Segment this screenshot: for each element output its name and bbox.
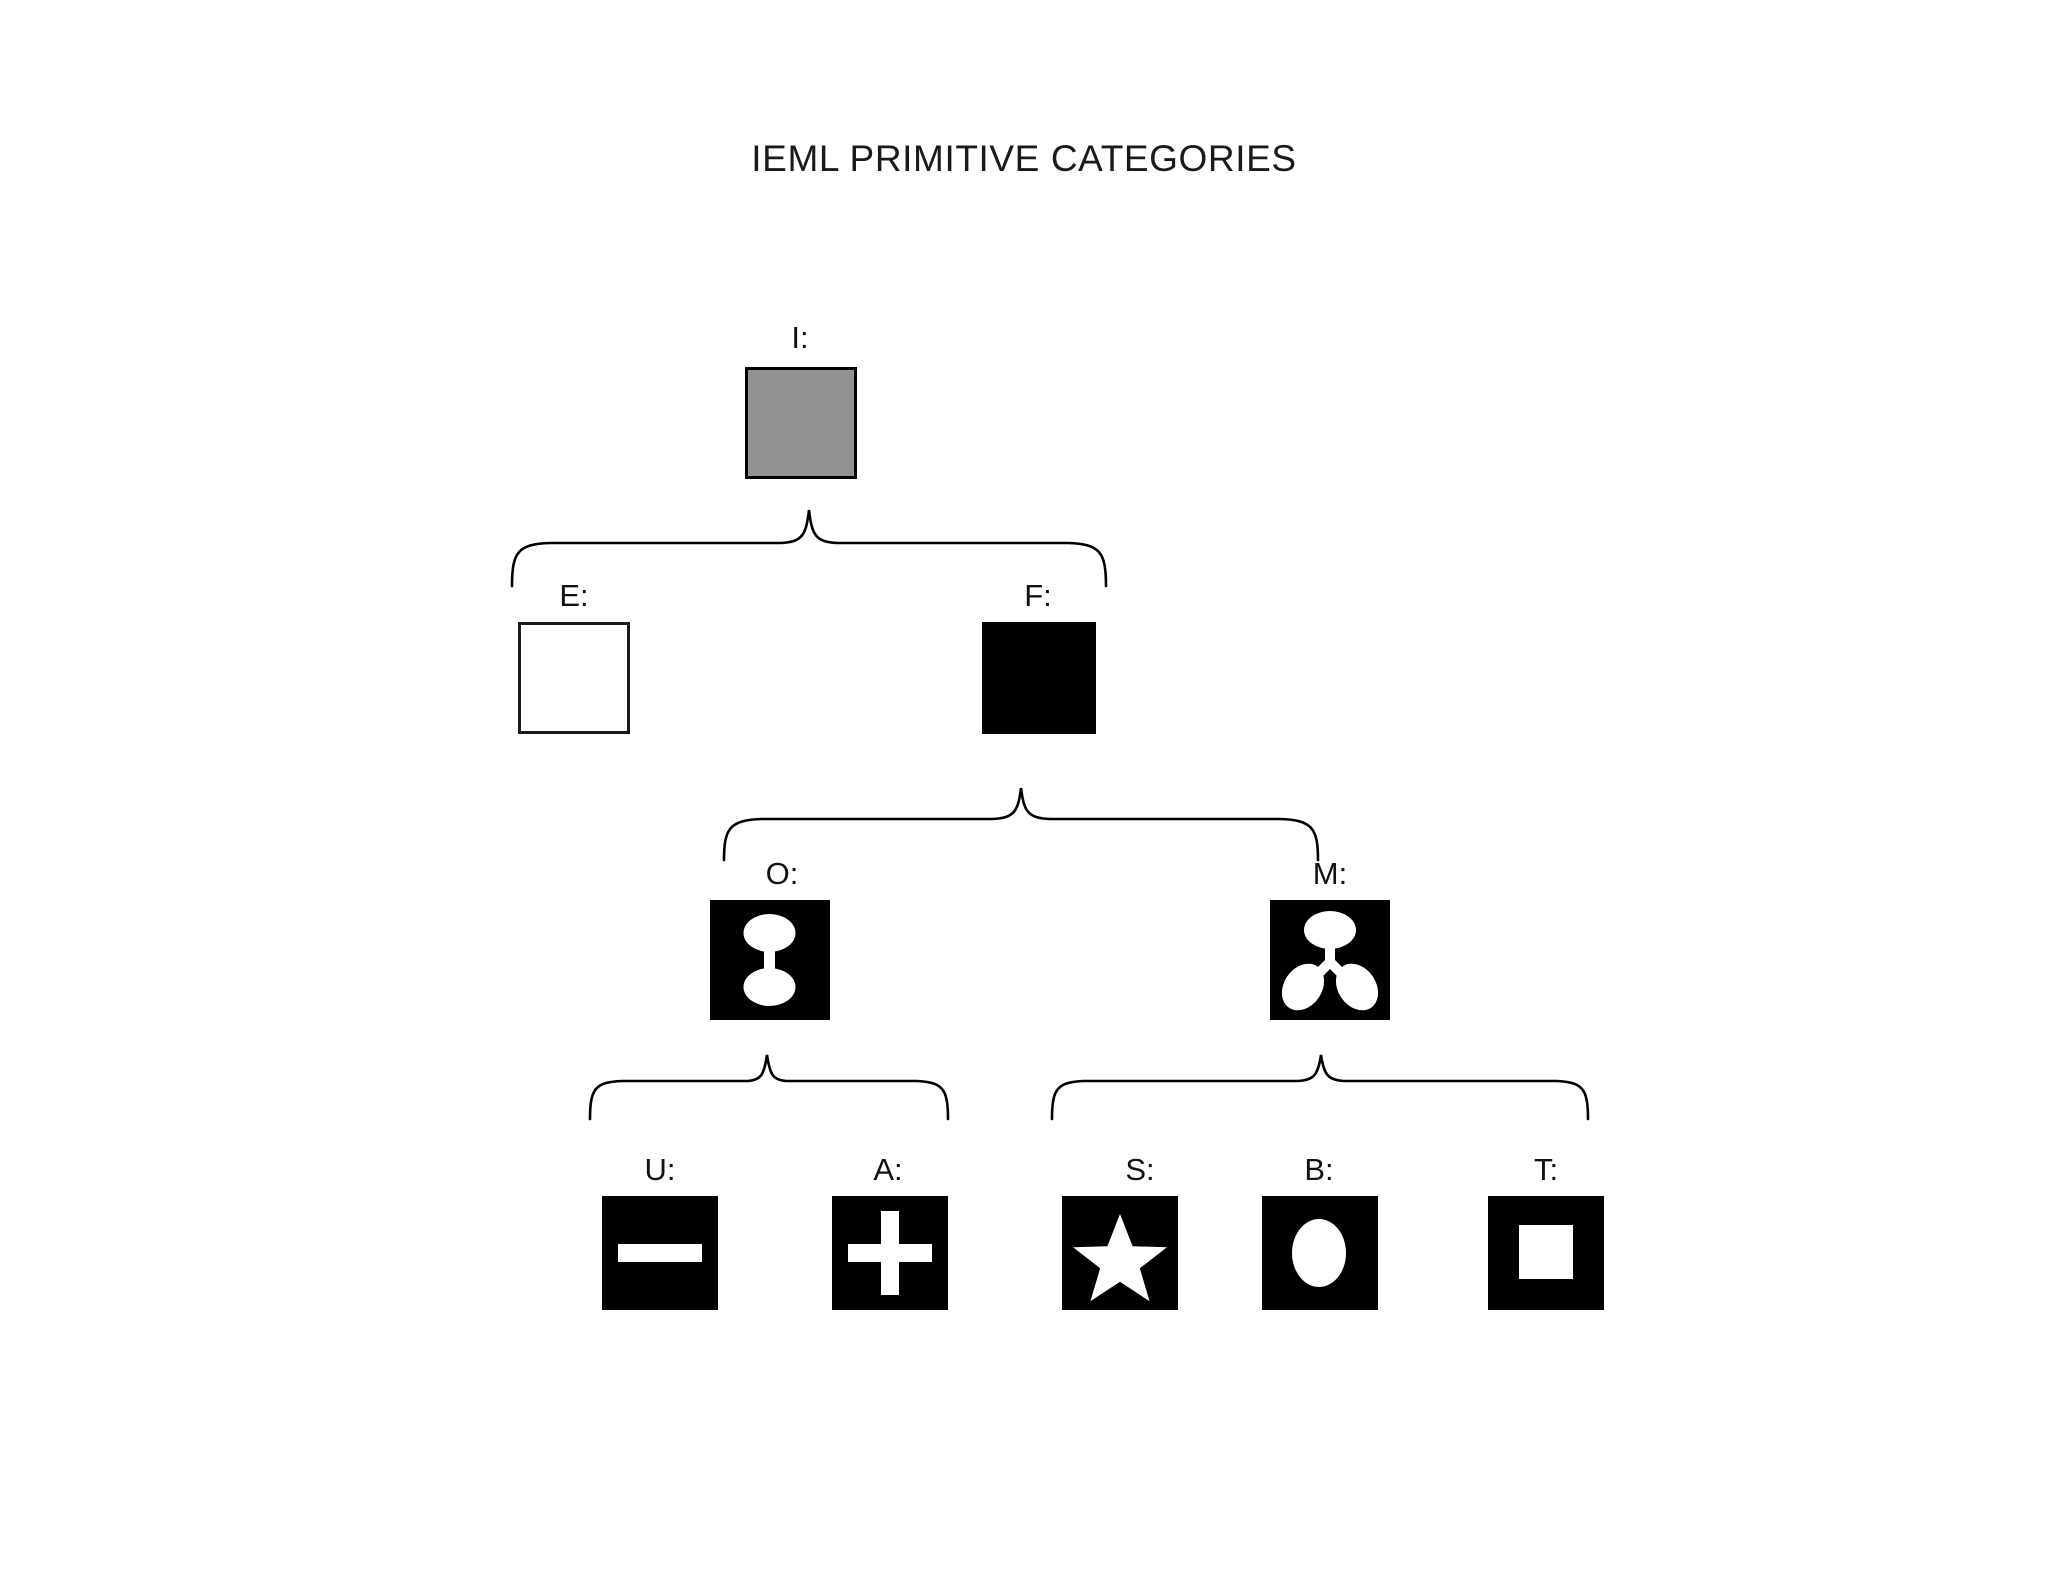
node-label-o: O: bbox=[765, 856, 799, 891]
node-label-e: E: bbox=[559, 578, 589, 613]
page-title: IEML PRIMITIVE CATEGORIES bbox=[751, 138, 1297, 179]
brace-f-to-om bbox=[722, 787, 1320, 862]
brace-i-to-ef bbox=[510, 509, 1108, 588]
node-label-b: B: bbox=[1304, 1152, 1334, 1187]
node-glyph-i-gray-square bbox=[745, 367, 857, 479]
node-glyph-b-ellipse bbox=[1262, 1196, 1378, 1310]
node-label-f: F: bbox=[1024, 578, 1052, 613]
node-label-a: A: bbox=[873, 1152, 903, 1187]
node-glyph-f-filled-square bbox=[982, 622, 1096, 734]
node-glyph-m-trident-three-node bbox=[1270, 900, 1390, 1020]
brace-m-to-sbt bbox=[1050, 1054, 1590, 1121]
node-label-u: U: bbox=[644, 1152, 676, 1187]
node-glyph-a-plus-cross bbox=[832, 1196, 948, 1310]
node-label-i: I: bbox=[791, 320, 809, 355]
node-glyph-o-dumbbell-two-node bbox=[710, 900, 830, 1020]
node-glyph-e-empty-square bbox=[518, 622, 630, 734]
node-label-m: M: bbox=[1312, 856, 1348, 891]
brace-o-to-ua bbox=[588, 1054, 950, 1121]
node-label-s: S: bbox=[1125, 1152, 1155, 1187]
node-label-t: T: bbox=[1533, 1152, 1559, 1187]
node-glyph-s-star bbox=[1062, 1196, 1178, 1310]
node-glyph-u-minus-bar bbox=[602, 1196, 718, 1310]
node-glyph-t-inner-square bbox=[1488, 1196, 1604, 1310]
